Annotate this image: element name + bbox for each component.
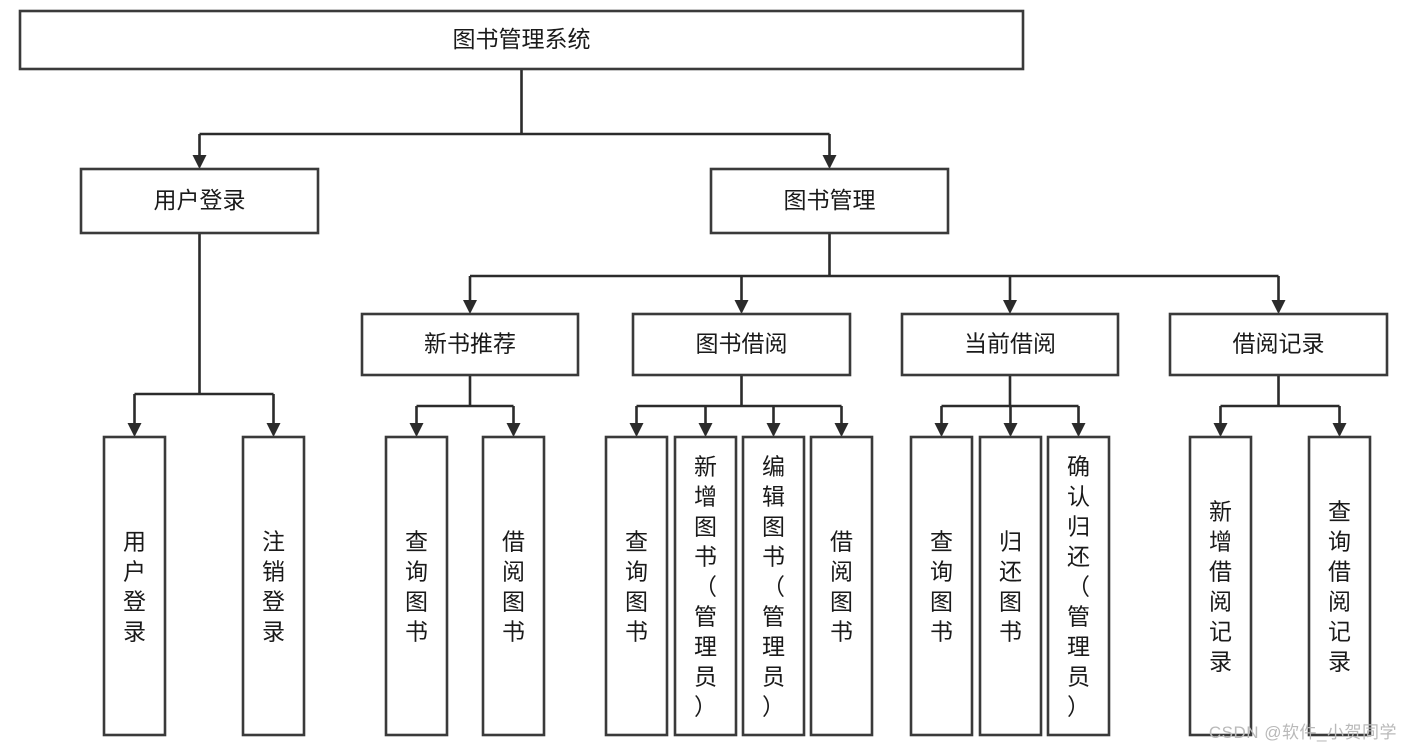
node-label-borrow-record: 借阅记录 xyxy=(1233,331,1325,357)
arrowhead-book-borrow xyxy=(734,300,749,314)
arrowhead-leaf-query-book-2 xyxy=(629,423,644,437)
node-leaf-edit-book[interactable]: 编辑图书（管理员） xyxy=(741,435,806,737)
connector-root xyxy=(198,69,831,156)
node-label-leaf-query-record: 查询借阅记录 xyxy=(1328,498,1351,674)
node-label-book-borrow: 图书借阅 xyxy=(696,331,788,357)
node-label-root: 图书管理系统 xyxy=(453,26,591,52)
node-box-leaf-add-record[interactable] xyxy=(1188,435,1253,737)
node-label-leaf-borrow-book-2: 借阅图书 xyxy=(830,528,853,644)
arrowhead-leaf-return-book xyxy=(1003,423,1018,437)
node-leaf-add-record[interactable]: 新增借阅记录 xyxy=(1188,435,1253,737)
arrowhead-user-login xyxy=(192,155,207,169)
node-label-leaf-query-book-1: 查询图书 xyxy=(405,528,428,644)
node-root[interactable]: 图书管理系统 xyxy=(18,9,1025,71)
node-box-leaf-edit-book[interactable] xyxy=(741,435,806,737)
node-box-borrow-record[interactable] xyxy=(1168,312,1389,377)
node-box-leaf-return-book[interactable] xyxy=(978,435,1043,737)
arrowhead-new-book-recommend xyxy=(463,300,477,314)
arrowhead-leaf-user-logout xyxy=(266,423,281,437)
node-label-leaf-return-book: 归还图书 xyxy=(999,528,1022,644)
node-book-borrow[interactable]: 图书借阅 xyxy=(631,312,852,377)
node-label-leaf-user-login: 用户登录 xyxy=(123,528,146,644)
node-box-current-borrow[interactable] xyxy=(900,312,1120,377)
node-label-leaf-edit-book: 编辑图书（管理员） xyxy=(762,453,785,719)
node-leaf-borrow-book-1[interactable]: 借阅图书 xyxy=(481,435,546,737)
arrowhead-borrow-record xyxy=(1271,300,1286,314)
node-leaf-user-login[interactable]: 用户登录 xyxy=(102,435,167,737)
node-label-leaf-confirm-return: 确认归还（管理员） xyxy=(1067,453,1090,719)
node-label-leaf-add-record: 新增借阅记录 xyxy=(1209,498,1232,674)
node-box-user-login[interactable] xyxy=(79,167,320,235)
arrowhead-leaf-borrow-book-2 xyxy=(834,423,849,437)
arrowhead-leaf-add-book xyxy=(698,423,713,437)
node-box-leaf-borrow-book-2[interactable] xyxy=(809,435,874,737)
arrowhead-current-borrow xyxy=(1003,300,1017,314)
node-borrow-record[interactable]: 借阅记录 xyxy=(1168,312,1389,377)
connector-book-borrow xyxy=(635,375,843,424)
connector-layer xyxy=(127,69,1347,437)
arrowhead-leaf-query-book-1 xyxy=(409,423,424,437)
node-box-root[interactable] xyxy=(18,9,1025,71)
node-leaf-query-book-2[interactable]: 查询图书 xyxy=(604,435,669,737)
node-layer: 图书管理系统用户登录图书管理新书推荐图书借阅当前借阅借阅记录用户登录注销登录查询… xyxy=(18,9,1389,737)
connector-new-book-recommend xyxy=(415,375,515,424)
node-label-user-login: 用户登录 xyxy=(154,187,246,213)
arrowhead-leaf-edit-book xyxy=(766,423,781,437)
node-box-leaf-add-book[interactable] xyxy=(673,435,738,737)
node-box-book-borrow[interactable] xyxy=(631,312,852,377)
node-new-book-recommend[interactable]: 新书推荐 xyxy=(360,312,580,377)
node-label-leaf-query-book-3: 查询图书 xyxy=(930,528,953,644)
node-leaf-return-book[interactable]: 归还图书 xyxy=(978,435,1043,737)
node-box-leaf-query-book-1[interactable] xyxy=(384,435,449,737)
node-box-new-book-recommend[interactable] xyxy=(360,312,580,377)
node-leaf-user-logout[interactable]: 注销登录 xyxy=(241,435,306,737)
node-label-book-manage: 图书管理 xyxy=(784,187,876,213)
node-leaf-query-record[interactable]: 查询借阅记录 xyxy=(1307,435,1372,737)
node-user-login[interactable]: 用户登录 xyxy=(79,167,320,235)
node-box-leaf-user-logout[interactable] xyxy=(241,435,306,737)
arrowhead-book-manage xyxy=(822,155,837,169)
node-label-leaf-user-logout: 注销登录 xyxy=(262,528,285,644)
arrowhead-leaf-borrow-book-1 xyxy=(506,423,521,437)
node-leaf-query-book-1[interactable]: 查询图书 xyxy=(384,435,449,737)
node-box-leaf-query-book-2[interactable] xyxy=(604,435,669,737)
node-label-leaf-add-book: 新增图书（管理员） xyxy=(694,453,717,719)
arrowhead-leaf-add-record xyxy=(1213,423,1228,437)
node-leaf-add-book[interactable]: 新增图书（管理员） xyxy=(673,435,738,737)
connector-book-manage xyxy=(468,233,1280,301)
node-box-leaf-query-book-3[interactable] xyxy=(909,435,974,737)
node-box-book-manage[interactable] xyxy=(709,167,950,235)
node-box-leaf-query-record[interactable] xyxy=(1307,435,1372,737)
node-current-borrow[interactable]: 当前借阅 xyxy=(900,312,1120,377)
arrowhead-leaf-user-login xyxy=(127,423,142,437)
node-label-leaf-query-book-2: 查询图书 xyxy=(625,528,648,644)
node-leaf-confirm-return[interactable]: 确认归还（管理员） xyxy=(1046,435,1111,737)
node-leaf-borrow-book-2[interactable]: 借阅图书 xyxy=(809,435,874,737)
connector-current-borrow xyxy=(940,375,1080,424)
arrowhead-leaf-confirm-return xyxy=(1071,423,1086,437)
connector-user-login xyxy=(133,233,275,424)
node-label-new-book-recommend: 新书推荐 xyxy=(424,331,516,357)
connector-borrow-record xyxy=(1219,375,1341,424)
arrowhead-leaf-query-book-3 xyxy=(934,423,949,437)
node-book-manage[interactable]: 图书管理 xyxy=(709,167,950,235)
node-label-leaf-borrow-book-1: 借阅图书 xyxy=(502,528,525,644)
node-box-leaf-borrow-book-1[interactable] xyxy=(481,435,546,737)
node-box-leaf-confirm-return[interactable] xyxy=(1046,435,1111,737)
node-leaf-query-book-3[interactable]: 查询图书 xyxy=(909,435,974,737)
node-box-leaf-user-login[interactable] xyxy=(102,435,167,737)
node-label-current-borrow: 当前借阅 xyxy=(964,331,1056,357)
arrowhead-leaf-query-record xyxy=(1332,423,1347,437)
